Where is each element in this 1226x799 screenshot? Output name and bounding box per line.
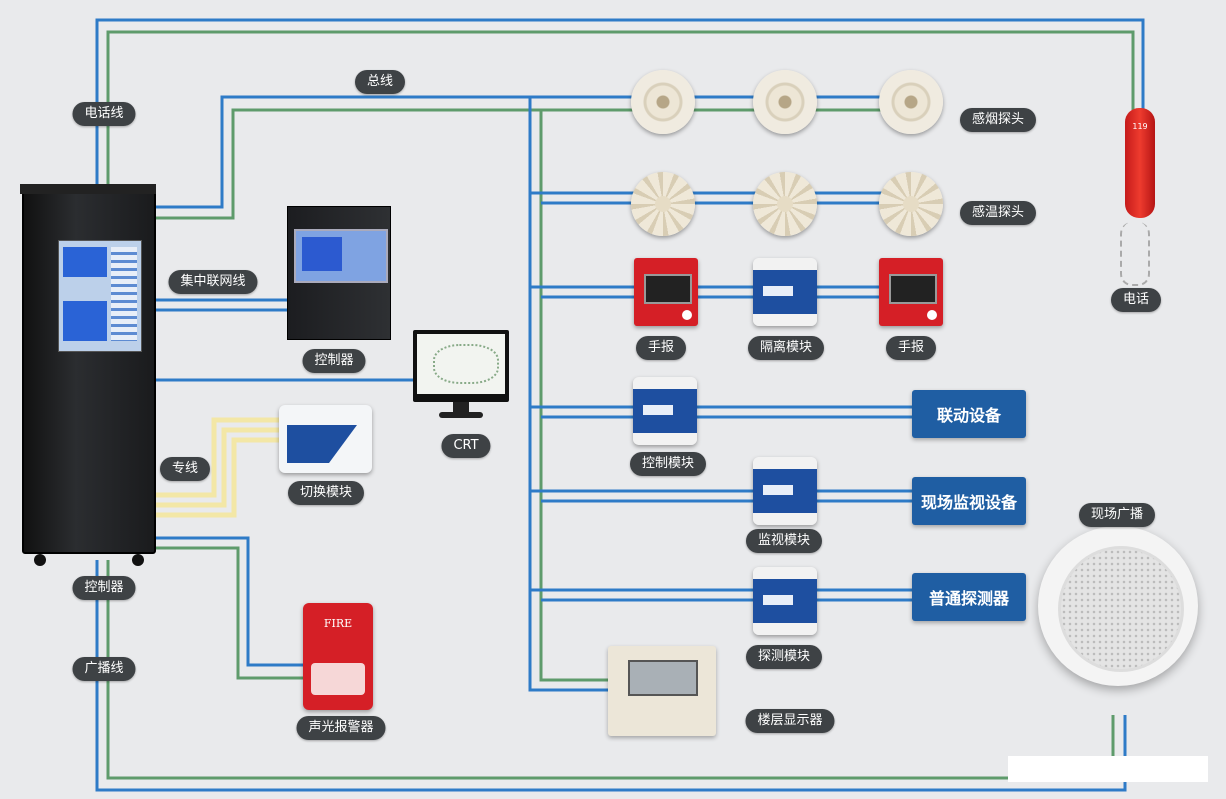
crt-label: CRT	[441, 434, 491, 458]
bus-wire	[152, 95, 935, 209]
bus-label: 总线	[354, 70, 406, 94]
strobe-alarm-device: FIRE	[303, 603, 373, 710]
strobe-wire	[152, 536, 303, 667]
normal-detector-box: 普通探测器	[912, 573, 1026, 621]
heat-detector-label: 感温探头	[959, 201, 1037, 225]
broadcast-line-label: 广播线	[72, 657, 136, 681]
bus-trunk-2	[539, 110, 608, 682]
phone-label: 电话	[1110, 288, 1162, 312]
phone-handset-icon: 119	[1125, 108, 1155, 218]
smoke-detector-label: 感烟探头	[959, 108, 1037, 132]
phone-line-wire	[95, 18, 1145, 188]
manual-call-point-1	[634, 258, 698, 326]
strobe-fire-text: FIRE	[323, 617, 353, 630]
manual-call-label-2: 手报	[885, 336, 937, 360]
manual-call-label-1: 手报	[635, 336, 687, 360]
branch-linkage	[530, 405, 912, 419]
linkage-equipment-box: 联动设备	[912, 390, 1026, 438]
monitoring-equipment-box: 现场监视设备	[912, 477, 1026, 525]
speaker-label: 现场广播	[1078, 503, 1156, 527]
dedicated-wire-1	[152, 417, 280, 498]
network-line-label: 集中联网线	[168, 270, 258, 294]
branch-manual	[530, 285, 940, 299]
controller-box	[287, 206, 391, 340]
strobe-wire-2	[152, 546, 303, 680]
floor-display-label: 楼层显示器	[745, 709, 835, 733]
dedicated-wire-3	[152, 437, 280, 518]
control-module-device	[633, 377, 697, 445]
crt-monitor	[413, 330, 511, 422]
manual-call-point-2	[879, 258, 943, 326]
controller-cabinet-label: 控制器	[72, 576, 136, 600]
switch-module-label: 切换模块	[287, 481, 365, 505]
bus-wire-2	[152, 108, 935, 220]
heat-detector-2	[753, 172, 817, 236]
phone-cord	[1120, 222, 1150, 286]
controller-label: 控制器	[302, 349, 366, 373]
phone-line-label: 电话线	[72, 102, 136, 126]
watermark-patch	[1008, 756, 1208, 782]
monitor-module-device	[753, 457, 817, 525]
speaker-icon	[1038, 526, 1198, 686]
controller-cabinet	[20, 184, 156, 566]
phone-number-text: 119	[1132, 122, 1148, 131]
cabinet-panel	[58, 240, 142, 352]
monitor-module-label: 监视模块	[745, 529, 823, 553]
branch-probe	[530, 588, 912, 602]
floor-display-device	[608, 646, 716, 736]
probe-module-label: 探测模块	[745, 645, 823, 669]
smoke-detector-1	[631, 70, 695, 134]
isolation-module-device	[753, 258, 817, 326]
heat-detector-3	[879, 172, 943, 236]
branch-monitor	[530, 489, 912, 503]
heat-detector-1	[631, 172, 695, 236]
smoke-detector-2	[753, 70, 817, 134]
control-module-label: 控制模块	[629, 452, 707, 476]
bus-trunk	[528, 97, 608, 692]
dedicated-line-label: 专线	[159, 457, 211, 481]
smoke-detector-3	[879, 70, 943, 134]
network-wire	[152, 298, 287, 312]
dedicated-wire-2	[152, 427, 280, 508]
isolation-module-label: 隔离模块	[747, 336, 825, 360]
probe-module-device	[753, 567, 817, 635]
branch-heat	[530, 191, 935, 205]
switch-module-device	[279, 405, 372, 473]
strobe-alarm-label: 声光报警器	[296, 716, 386, 740]
